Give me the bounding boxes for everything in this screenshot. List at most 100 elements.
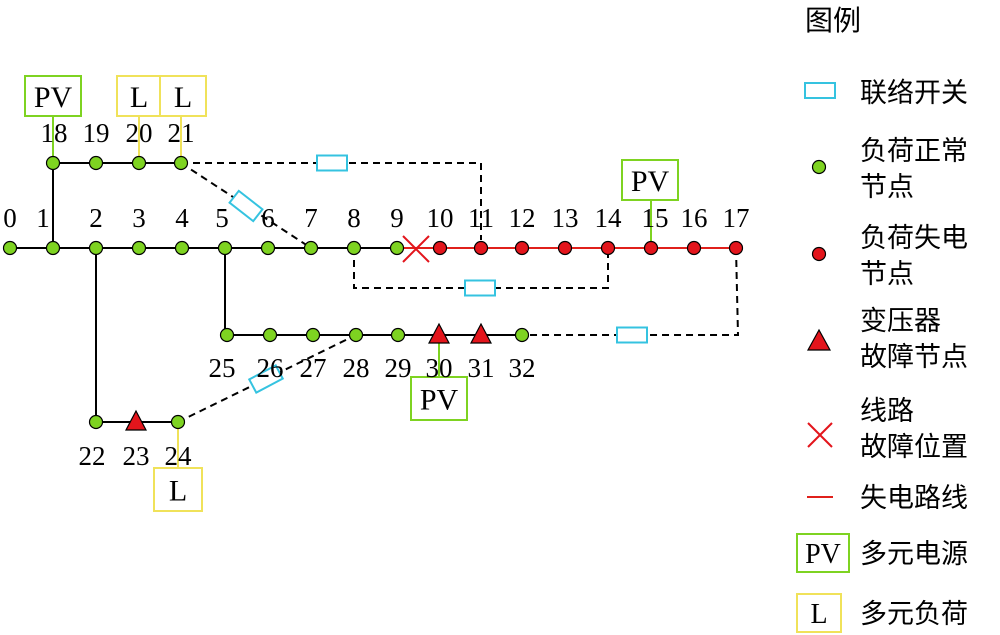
node-10 [432,240,448,256]
node-label-5: 5 [215,203,229,233]
node-label-0: 0 [3,203,17,233]
node-0 [2,240,18,256]
node-26 [262,327,278,343]
legend-label-outage-line: 失电路线 [860,483,968,514]
node-12 [514,240,530,256]
legend-load-symbol: L [810,599,827,630]
network-nodes [2,155,744,431]
node-24 [170,414,186,430]
tie-8-14-line [353,248,609,289]
line-fault-marker [402,235,430,263]
node-28 [348,327,364,343]
node-30 [428,322,450,344]
load-box-24 [153,467,203,512]
load-box-20 [116,75,162,117]
legend-label-load: 多元负荷 [860,599,968,630]
node-2 [88,240,104,256]
node-5 [217,240,233,256]
node-label-16: 16 [681,203,708,233]
pv-box-text-30: PV [420,384,459,417]
node-label-30: 30 [426,353,453,383]
legend-normal-node-icon [811,159,827,175]
node-label-20: 20 [126,118,153,148]
node-label-29: 29 [385,353,412,383]
pv-box-text-15: PV [631,165,670,198]
node-label-18: 18 [41,118,68,148]
legend-load-box-icon [796,593,842,633]
load-box-text-24: L [169,475,187,508]
legend-label-outage-node-1: 负荷失电 [860,223,968,254]
tie-21-11-line [181,162,482,240]
node-20 [131,155,147,171]
node-16 [686,240,702,256]
node-29 [390,327,406,343]
node-label-9: 9 [390,203,404,233]
legend-label-pv-source: 多元电源 [860,539,968,570]
node-3 [131,240,147,256]
legend-label-tie-switch: 联络开关 [860,78,968,109]
tie-21-11-switch [316,154,348,172]
node-4 [174,240,190,256]
legend-label-normal-node-2: 节点 [860,172,914,203]
network-lines [10,162,736,423]
node-27 [305,327,321,343]
pv-box-30 [410,376,468,421]
node-label-27: 27 [300,353,327,383]
node-label-6: 6 [261,203,275,233]
node-label-22: 22 [79,441,106,471]
node-9 [389,240,405,256]
node-32 [514,327,530,343]
node-label-3: 3 [132,203,146,233]
node-11 [473,240,489,256]
node-label-28: 28 [343,353,370,383]
legend-label-transformer-fault-1: 变压器 [860,306,941,337]
node-label-21: 21 [168,118,195,148]
node-7 [303,240,319,256]
tie-21-7-switch [228,189,264,223]
legend-pv-box-icon [796,533,850,573]
node-label-13: 13 [552,203,579,233]
node-15 [643,240,659,256]
load-box-21 [159,75,207,117]
load-box-text-20: L [130,81,148,114]
node-label-14: 14 [595,203,623,233]
legend-tie-switch-icon [804,82,836,99]
legend-label-transformer-fault-2: 故障节点 [860,342,968,373]
node-1 [45,240,61,256]
legend: 图例 联络开关 负荷正常 节点 负荷失电 节点 变压器 故障节点 线路 故障位置… [796,4,968,633]
node-label-26: 26 [257,353,284,383]
node-label-4: 4 [175,203,189,233]
legend-title: 图例 [805,4,861,37]
node-23 [125,409,147,431]
node-14 [600,240,616,256]
legend-label-line-fault-1: 线路 [860,396,914,427]
node-label-17: 17 [723,203,750,233]
node-label-12: 12 [509,203,536,233]
pv-box-18 [24,75,82,117]
node-label-15: 15 [642,203,669,233]
node-31 [470,322,492,344]
tie-17-32-switch [616,326,648,344]
tie-17-32-line [522,247,740,336]
node-25 [219,327,235,343]
node-label-10: 10 [427,203,454,233]
legend-label-line-fault-2: 故障位置 [860,432,968,463]
node-6 [260,240,276,256]
legend-label-normal-node-1: 负荷正常 [860,136,968,167]
node-label-19: 19 [83,118,110,148]
legend-transformer-fault-icon [806,328,832,351]
fault-x-stroke-b [402,235,430,263]
tie-lines [177,154,740,423]
load-box-text-21: L [174,81,192,114]
pv-box-15 [621,159,679,201]
node-17 [728,240,744,256]
tie-24-28-switch [247,363,285,395]
node-21 [173,155,189,171]
node-8 [346,240,362,256]
node-label-11: 11 [468,203,494,233]
pv-box-text-18: PV [34,81,73,114]
node-22 [88,414,104,430]
node-label-23: 23 [123,441,150,471]
